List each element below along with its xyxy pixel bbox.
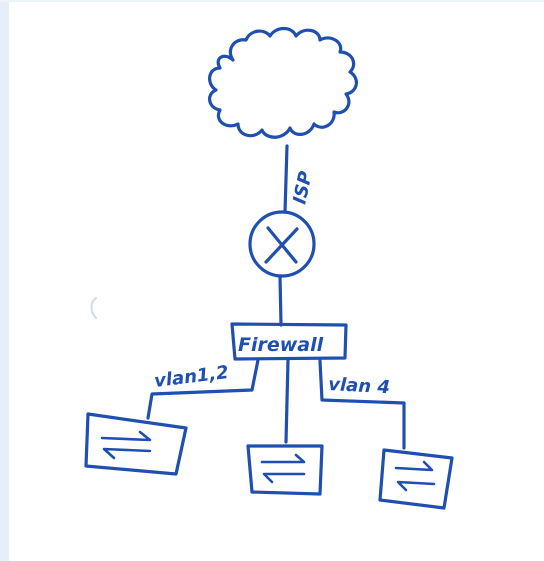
firewall-label: Firewall [238,334,324,356]
router-firewall-link [278,274,283,327]
window-top-edge [0,0,544,2]
stray-mark [90,297,97,319]
isp-label: ISP [289,170,316,207]
window-edge [0,0,9,561]
right-link [318,359,406,450]
switch-icon-right [378,448,454,510]
svg-text:vlan 4: vlan 4 [328,374,391,398]
svg-text:ISP: ISP [289,170,316,207]
vlan-left-label: vlan1,2 [153,362,230,392]
router-x-icon [248,210,316,278]
middle-link [284,358,290,444]
firewall-box: Firewall [230,322,348,361]
cloud-icon [208,26,358,139]
svg-text:vlan1,2: vlan1,2 [153,362,230,392]
vlan-right-label: vlan 4 [328,374,391,398]
switch-icon-middle [246,444,324,496]
isp-link [283,144,289,214]
left-link [146,358,260,420]
switch-icon-left [84,412,188,476]
